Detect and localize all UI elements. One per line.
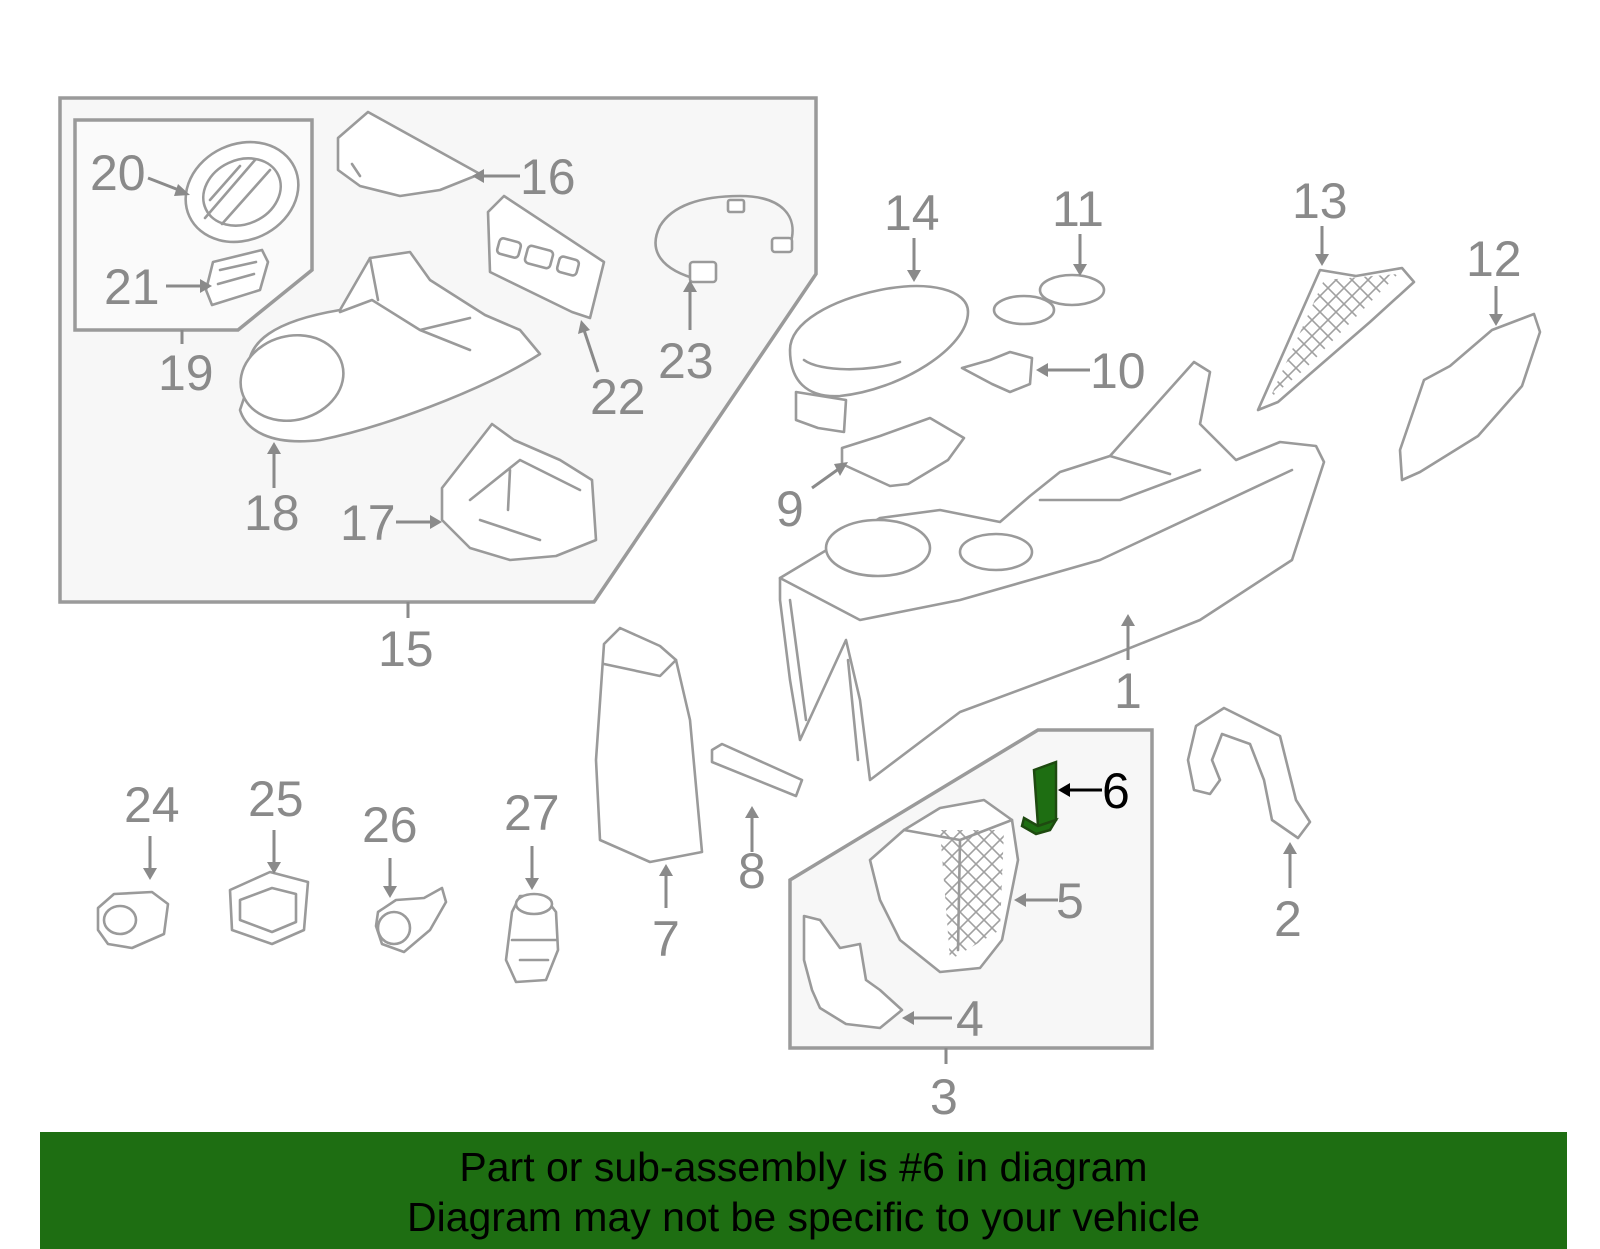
callout-27: 27 (504, 785, 560, 841)
callout-6: 6 (1102, 763, 1130, 819)
part-12-shape (1398, 312, 1542, 482)
callout-26: 26 (362, 797, 418, 853)
callout-21: 21 (104, 259, 160, 315)
callout-13: 13 (1292, 173, 1348, 229)
callout-7: 7 (652, 911, 680, 967)
part-16-shape (336, 110, 482, 198)
part-26-shape (374, 886, 448, 954)
part-1-shape (778, 360, 1326, 782)
part-21-shape (204, 248, 270, 307)
callout-labels: 20 21 19 16 22 23 18 17 15 14 11 13 12 1… (90, 145, 1522, 1125)
part-13-shape (1256, 266, 1416, 412)
part-22-shape (486, 194, 606, 320)
part-10-shape (960, 350, 1034, 394)
callout-25: 25 (248, 771, 304, 827)
callout-9: 9 (776, 481, 804, 537)
callout-23: 23 (658, 333, 714, 389)
part-27-shape (504, 892, 560, 984)
callout-8: 8 (738, 843, 766, 899)
part-24-shape (96, 890, 170, 950)
callout-10: 10 (1090, 343, 1146, 399)
info-banner: Part or sub-assembly is #6 in diagram Di… (40, 1132, 1567, 1249)
part-6-shape (1020, 760, 1059, 836)
callout-22: 22 (590, 369, 646, 425)
callout-5: 5 (1056, 873, 1084, 929)
callout-11: 11 (1052, 181, 1104, 237)
part-14-shape (788, 284, 970, 434)
callout-16: 16 (520, 149, 576, 205)
callout-18: 18 (244, 485, 300, 541)
callout-15: 15 (378, 621, 434, 677)
part-17-shape (440, 422, 598, 562)
part-18-shape (238, 250, 542, 443)
callout-20: 20 (90, 145, 146, 201)
callout-2: 2 (1274, 891, 1302, 947)
callout-12: 12 (1466, 231, 1522, 287)
banner-line-2: Diagram may not be specific to your vehi… (406, 1194, 1200, 1240)
callout-3: 3 (930, 1069, 958, 1125)
part-4-shape (802, 914, 904, 1030)
part-5-shape (868, 798, 1020, 974)
callout-17: 17 (340, 495, 396, 551)
part-9-shape (840, 416, 966, 488)
callout-4: 4 (956, 991, 984, 1047)
part-8-shape (710, 742, 804, 798)
part-23-shape (654, 194, 794, 284)
callout-24: 24 (124, 777, 180, 833)
part-20-shape (184, 140, 300, 244)
callout-14: 14 (884, 185, 940, 241)
callout-19: 19 (158, 345, 214, 401)
leader-lines (143, 169, 1503, 1064)
part-11-shape (992, 273, 1106, 326)
part-25-shape (228, 870, 310, 946)
callout-1: 1 (1114, 663, 1142, 719)
part-7-shape (594, 626, 704, 864)
part-2-shape (1186, 706, 1312, 840)
banner-line-1: Part or sub-assembly is #6 in diagram (459, 1144, 1148, 1190)
